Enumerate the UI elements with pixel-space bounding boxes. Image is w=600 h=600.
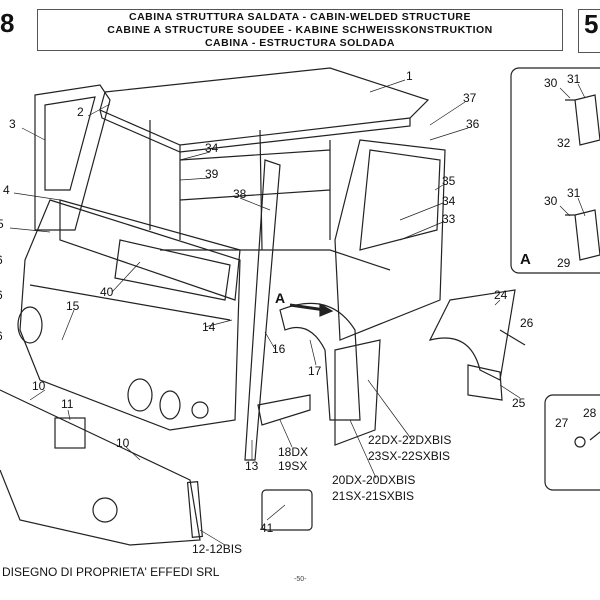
- callout: 14: [202, 320, 216, 334]
- left-door: [34, 84, 111, 231]
- title-line: CABINE A STRUCTURE SOUDEE - KABINE SCHWE…: [107, 24, 493, 36]
- callout: 6: [0, 329, 3, 343]
- windshield-frame: [59, 199, 241, 301]
- callout: 20DX-20DXBIS: [332, 473, 415, 487]
- plate-41: [261, 489, 313, 531]
- ownership-note: DISEGNO DI PROPRIETA' EFFEDI SRL: [2, 565, 220, 579]
- inset-b: [544, 394, 600, 491]
- callout: 6: [0, 288, 3, 302]
- view-a-label: A: [275, 290, 285, 306]
- callout: 39: [205, 167, 219, 181]
- grille-bracket-11: [54, 417, 86, 449]
- callout: 32: [557, 136, 571, 150]
- callout: 15: [66, 299, 80, 313]
- headlight-right: [127, 378, 153, 412]
- bumper-end: [186, 481, 203, 538]
- callout: 12-12BIS: [192, 542, 242, 556]
- callout: 3: [9, 117, 16, 131]
- title-line: CABINA STRUTTURA SALDATA - CABIN-WELDED …: [129, 11, 471, 23]
- callout: 17: [308, 364, 322, 378]
- callout: 28: [583, 406, 597, 420]
- front-bumper: [0, 389, 201, 546]
- callout: 25: [512, 396, 526, 410]
- rod-26: [499, 329, 526, 346]
- callout: 29: [557, 256, 571, 270]
- mudguard: [428, 289, 516, 381]
- callout: 13: [245, 459, 259, 473]
- callout: 19SX: [278, 459, 307, 473]
- callout: 33: [442, 212, 456, 226]
- callout: 26: [520, 316, 534, 330]
- section-number-right: 5: [584, 9, 599, 39]
- section-box-right: 5: [578, 9, 600, 53]
- callout: 23SX-22SXBIS: [368, 449, 450, 463]
- callout: 31: [567, 72, 581, 86]
- title-box: CABINA STRUTTURA SALDATA - CABIN-WELDED …: [37, 9, 563, 51]
- step-panel: [334, 339, 381, 446]
- callout: 40: [100, 285, 114, 299]
- callout: 31: [567, 186, 581, 200]
- wheel-arch: [279, 302, 361, 421]
- bolt-28: [589, 431, 600, 441]
- callout: 11: [61, 397, 74, 411]
- washer-27: [574, 436, 586, 448]
- headlight-left: [17, 306, 43, 344]
- callout-labels: 1 2 37 36 3 34 39 38 35 34 33 4 5 6 6 6 …: [0, 69, 597, 556]
- hinge-upper: [565, 94, 600, 146]
- callout: 34: [442, 194, 456, 208]
- callout: 36: [466, 117, 480, 131]
- callout: 37: [463, 91, 477, 105]
- callout: 4: [3, 183, 10, 197]
- roof-panel: [99, 67, 430, 153]
- callout: 41: [260, 521, 274, 535]
- callout: 16: [272, 342, 286, 356]
- right-door: [334, 139, 446, 341]
- leader-lines: [9, 79, 586, 546]
- callout: 30: [544, 194, 558, 208]
- callout: 38: [233, 187, 247, 201]
- inset-a: [510, 67, 600, 274]
- callout: 35: [442, 174, 456, 188]
- callout: 27: [555, 416, 569, 430]
- callout: 34: [205, 141, 219, 155]
- mud-flap: [467, 364, 503, 401]
- callout: 6: [0, 253, 3, 267]
- callout: 2: [77, 105, 84, 119]
- callout: 22DX-22DXBIS: [368, 433, 451, 447]
- page-number: -50-: [294, 576, 307, 583]
- cabin-frame: [149, 120, 391, 271]
- callout: 24: [494, 288, 508, 302]
- callout: 10: [32, 379, 46, 393]
- bracket-18: [257, 394, 311, 426]
- callout: 10: [116, 436, 130, 450]
- callout: 18DX: [278, 445, 308, 459]
- callout: 5: [0, 217, 4, 231]
- dashboard: [114, 239, 231, 301]
- callout: 1: [406, 69, 413, 83]
- title-line: CABINA - ESTRUCTURA SOLDADA: [204, 37, 396, 49]
- inset-view-label: A: [520, 251, 531, 268]
- callout: 30: [544, 76, 558, 90]
- callout: 21SX-21SXBIS: [332, 489, 414, 503]
- hinge-lower: [565, 209, 600, 261]
- section-number-left: 8: [0, 8, 15, 38]
- fog-light: [92, 497, 118, 523]
- a-pillar: [244, 159, 281, 461]
- view-arrow: [289, 303, 326, 312]
- front-panel: [19, 199, 241, 431]
